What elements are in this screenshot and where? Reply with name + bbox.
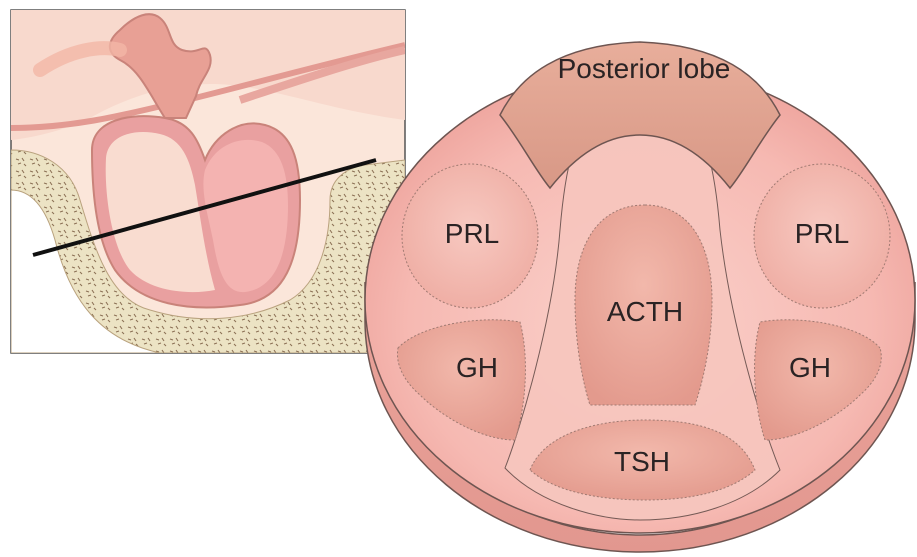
label-gh-left: GH [456,352,498,383]
axial-cross-section: Posterior lobe PRL PRL ACTH GH GH TSH [365,42,915,552]
label-prl-left: PRL [445,218,499,249]
label-tsh: TSH [614,446,670,477]
sagittal-inset [11,10,405,353]
label-acth: ACTH [607,296,683,327]
label-posterior-lobe: Posterior lobe [558,53,731,84]
label-prl-right: PRL [795,218,849,249]
label-gh-right: GH [789,352,831,383]
